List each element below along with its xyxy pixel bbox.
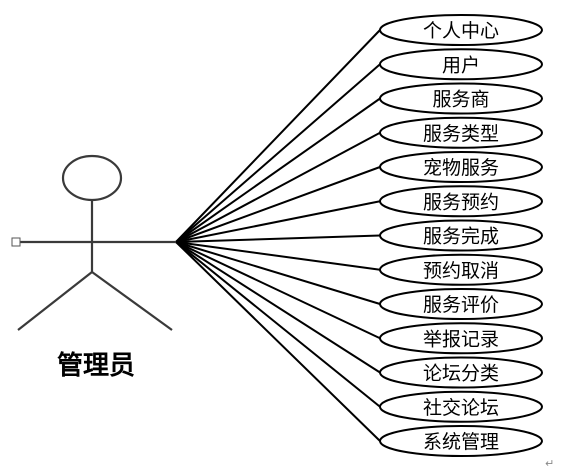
use-case-ellipse xyxy=(379,14,543,46)
association-line xyxy=(175,97,381,243)
use-case-ellipse xyxy=(379,48,543,81)
association-line xyxy=(175,241,381,442)
use-case[interactable]: 举报记录 xyxy=(379,322,543,355)
use-case-ellipse xyxy=(379,390,543,423)
use-case[interactable]: 社交论坛 xyxy=(379,390,543,423)
use-case-label: 服务类型 xyxy=(423,123,499,145)
use-case-label: 举报记录 xyxy=(423,328,499,350)
use-case-ellipse xyxy=(379,82,543,115)
use-case[interactable]: 个人中心 xyxy=(379,14,543,46)
association-line xyxy=(175,234,381,243)
paragraph-mark: ↵ xyxy=(545,457,554,470)
use-case-label: 服务预约 xyxy=(423,191,499,213)
association-line xyxy=(175,241,381,340)
use-case[interactable]: 用户 xyxy=(379,48,543,81)
use-case-list: 个人中心用户服务商服务类型宠物服务服务预约服务完成预约取消服务评价举报记录论坛分… xyxy=(379,14,543,457)
use-case[interactable]: 服务评价 xyxy=(379,288,543,320)
use-case[interactable]: 宠物服务 xyxy=(379,151,543,183)
association-line xyxy=(175,200,381,243)
use-case-label: 预约取消 xyxy=(423,260,499,282)
use-case-ellipse xyxy=(379,219,543,252)
association-line xyxy=(175,241,381,271)
use-case-label: 系统管理 xyxy=(423,431,499,453)
actor-right-leg xyxy=(91,271,173,331)
use-case-ellipse xyxy=(379,185,543,218)
use-case-label: 服务评价 xyxy=(423,294,499,316)
use-case[interactable]: 系统管理 xyxy=(379,425,543,457)
use-case-ellipse xyxy=(379,425,543,457)
use-case[interactable]: 服务类型 xyxy=(379,116,543,149)
association-line xyxy=(175,241,381,408)
use-case-ellipse xyxy=(379,288,543,320)
use-case[interactable]: 论坛分类 xyxy=(379,356,543,389)
actor-label: 管理员 xyxy=(57,351,135,381)
association-lines xyxy=(175,29,381,442)
actor-left-leg xyxy=(17,271,93,331)
use-case[interactable]: 服务完成 xyxy=(379,219,543,252)
use-case-label: 服务完成 xyxy=(423,226,499,248)
actor-figure xyxy=(11,154,176,331)
selection-handle[interactable] xyxy=(11,237,21,247)
use-case-ellipse xyxy=(379,151,543,183)
actor-head xyxy=(61,154,123,202)
use-case[interactable]: 服务商 xyxy=(379,82,543,115)
use-case-label: 个人中心 xyxy=(423,20,499,42)
use-case-ellipse xyxy=(379,322,543,355)
use-case-label: 宠物服务 xyxy=(423,157,499,179)
use-case-ellipse xyxy=(379,253,543,286)
use-case-ellipse xyxy=(379,356,543,389)
use-case[interactable]: 服务预约 xyxy=(379,185,543,218)
use-case-label: 服务商 xyxy=(432,89,489,111)
association-line xyxy=(175,241,381,374)
association-line xyxy=(175,131,381,243)
association-line xyxy=(175,166,381,243)
association-line xyxy=(175,63,381,243)
association-line xyxy=(175,29,381,243)
use-case-ellipse xyxy=(379,116,543,149)
association-line xyxy=(175,241,381,305)
use-case-label: 用户 xyxy=(442,54,480,76)
use-case[interactable]: 预约取消 xyxy=(379,253,543,286)
use-case-label: 论坛分类 xyxy=(423,363,499,385)
use-case-label: 社交论坛 xyxy=(423,397,499,419)
